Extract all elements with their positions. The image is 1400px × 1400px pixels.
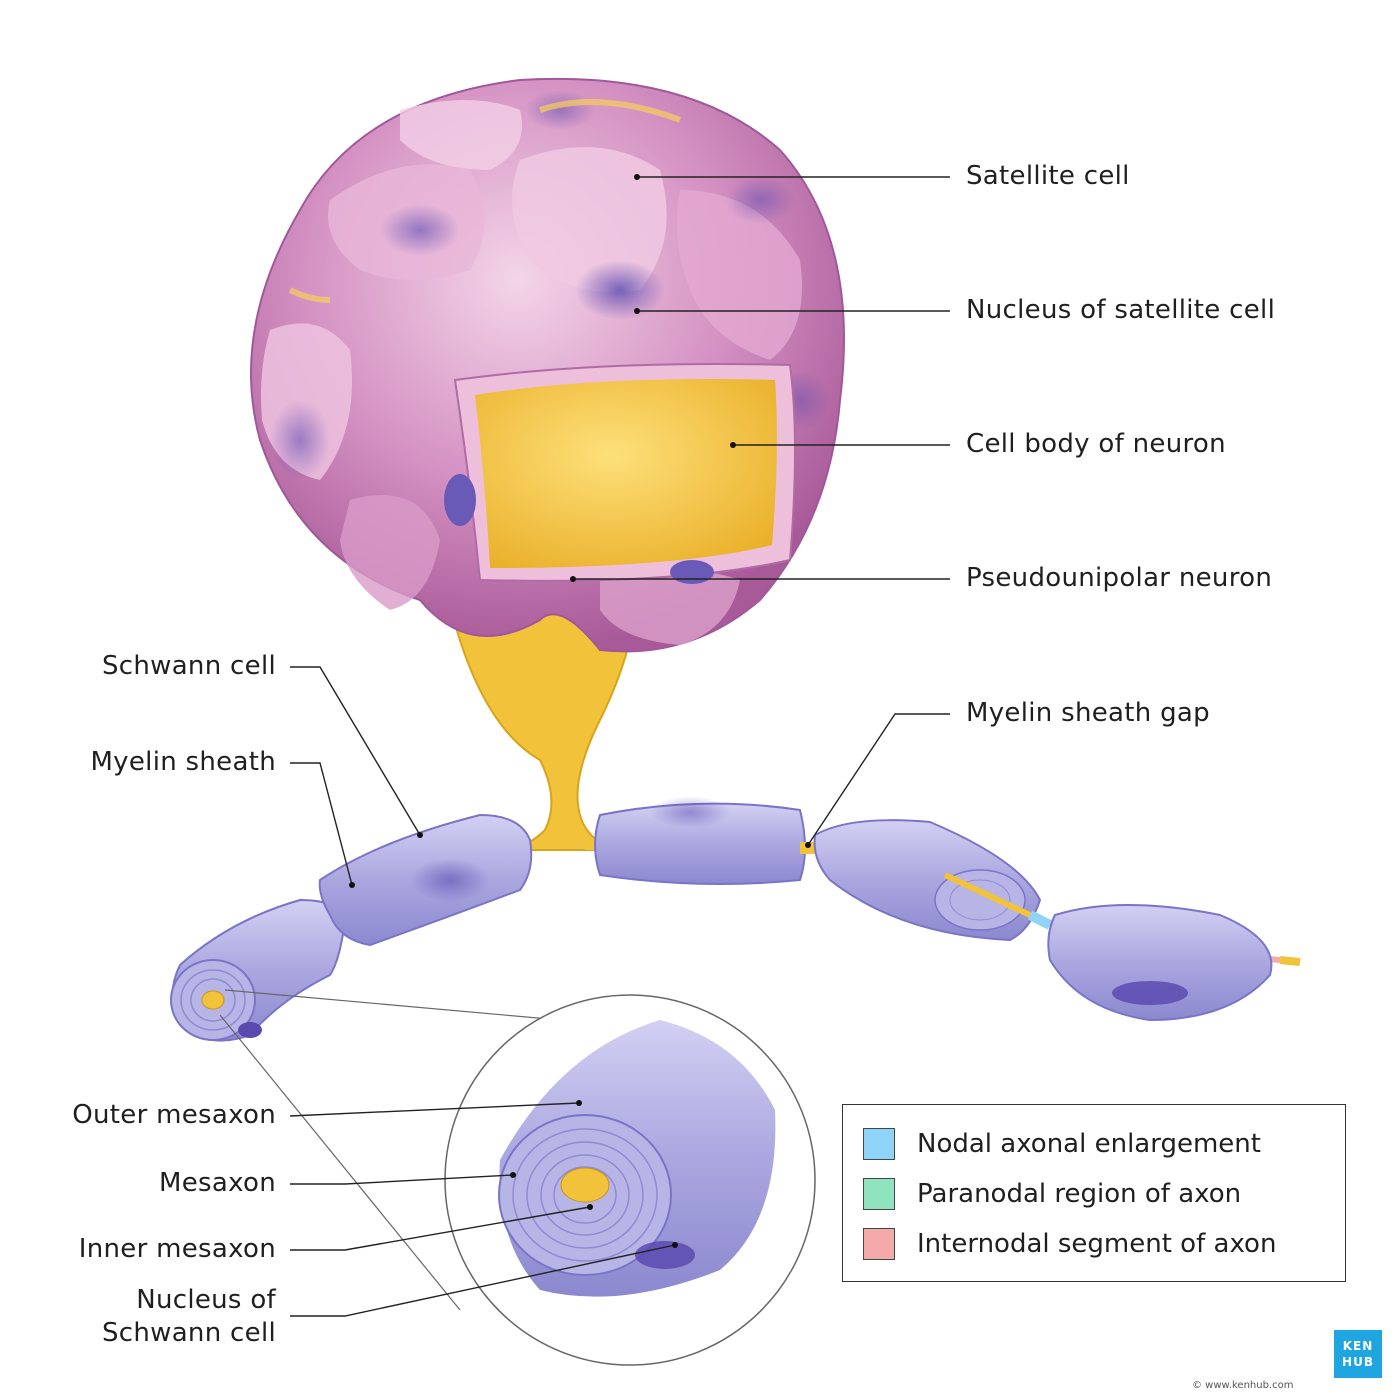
copyright-text: © www.kenhub.com <box>1192 1380 1294 1391</box>
logo-line-1: KEN <box>1342 1339 1374 1353</box>
label-pseudounipolar-neuron: Pseudounipolar neuron <box>966 563 1273 593</box>
kenhub-logo: KEN HUB <box>1334 1330 1382 1378</box>
legend-swatch-paranodal <box>863 1178 895 1210</box>
legend-swatch-internodal <box>863 1228 895 1260</box>
legend-label: Nodal axonal enlargement <box>917 1129 1261 1159</box>
label-nucleus-satellite-cell: Nucleus of satellite cell <box>966 295 1276 325</box>
legend-label: Paranodal region of axon <box>917 1179 1242 1209</box>
label-outer-mesaxon: Outer mesaxon <box>72 1100 276 1130</box>
label-mesaxon: Mesaxon <box>159 1168 276 1198</box>
legend-label: Internodal segment of axon <box>917 1229 1277 1259</box>
label-nucleus-schwann-line2: Schwann cell <box>101 1318 276 1348</box>
legend-item: Paranodal region of axon <box>863 1177 1241 1211</box>
legend-item: Internodal segment of axon <box>863 1227 1276 1261</box>
myelin-segments <box>170 796 1301 1042</box>
zoom-inset <box>444 994 816 1366</box>
label-cell-body-neuron: Cell body of neuron <box>966 429 1226 459</box>
label-schwann-cell: Schwann cell <box>101 651 276 681</box>
label-inner-mesaxon: Inner mesaxon <box>78 1234 276 1264</box>
label-satellite-cell: Satellite cell <box>966 161 1130 191</box>
cell-body-window <box>444 363 796 584</box>
legend-swatch-nodal <box>863 1128 895 1160</box>
leader-dots <box>349 174 811 1248</box>
myelin-segment <box>1047 904 1273 1022</box>
satellite-cell-cluster <box>250 77 845 653</box>
logo-line-2: HUB <box>1342 1355 1374 1369</box>
label-myelin-sheath-gap: Myelin sheath gap <box>966 698 1210 728</box>
leader-lines <box>289 176 950 1317</box>
legend: Nodal axonal enlargement Paranodal regio… <box>842 1104 1346 1282</box>
label-myelin-sheath: Myelin sheath <box>90 747 276 777</box>
label-nucleus-schwann-line1: Nucleus of <box>136 1285 276 1315</box>
legend-item: Nodal axonal enlargement <box>863 1127 1261 1161</box>
